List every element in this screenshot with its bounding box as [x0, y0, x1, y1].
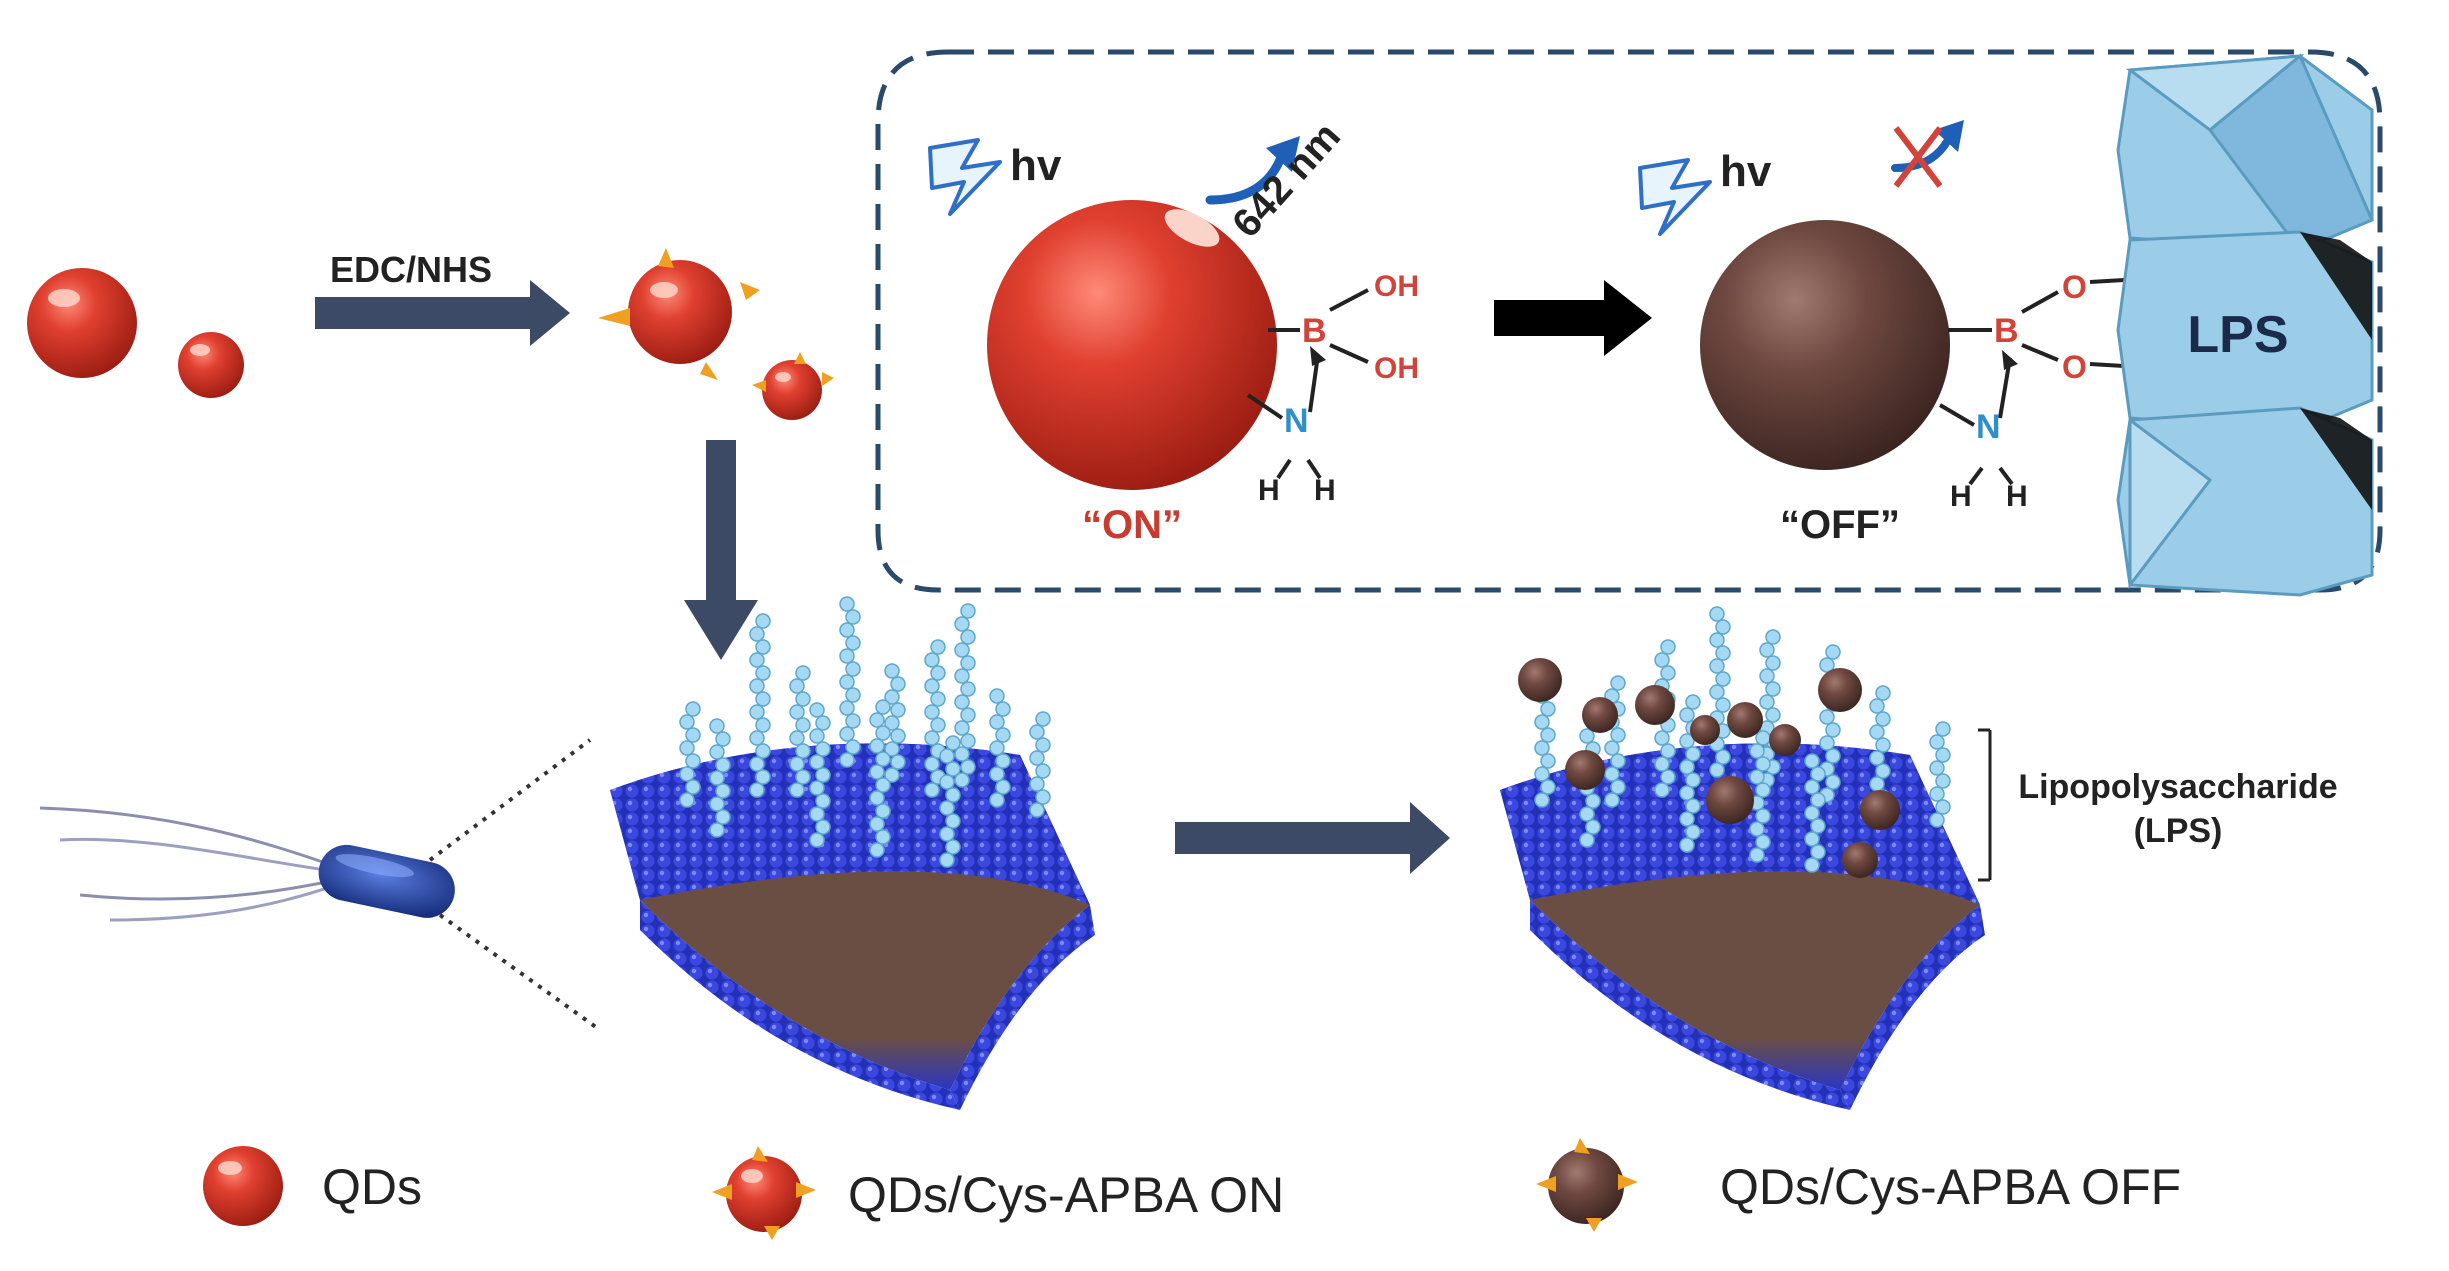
lps-chain	[1029, 711, 1051, 818]
lps-chain	[939, 735, 961, 868]
boronic-acid-on	[1246, 288, 1369, 480]
qd-functionalized-large	[598, 248, 760, 380]
legend-swatch-on	[712, 1146, 816, 1240]
hv-label-off: hv	[1720, 147, 1772, 196]
lps-chain	[869, 699, 891, 858]
h-left-on: H	[1258, 474, 1280, 507]
off-state-label: “OFF”	[1780, 503, 1900, 547]
edc-nhs-arrow	[315, 280, 570, 346]
lps-polyhedron-stack	[2116, 53, 2374, 597]
lps-chain	[989, 688, 1011, 808]
lps-chain	[1709, 606, 1731, 778]
bound-qd-off	[1727, 702, 1763, 738]
zoom-line-top	[428, 738, 592, 862]
lps-chain	[709, 718, 731, 838]
down-arrow	[684, 440, 758, 660]
qd-large	[27, 268, 137, 378]
h-right-on: H	[1314, 474, 1336, 507]
lps-chain	[1749, 730, 1771, 863]
binding-arrow	[1175, 802, 1450, 874]
bound-qd-off	[1518, 658, 1562, 702]
qd-small	[178, 332, 244, 398]
emission-wavelength-label: 642 nm	[1224, 114, 1349, 246]
outer-membrane-bare	[610, 743, 1095, 1110]
nitrogen-off: N	[1976, 408, 2001, 446]
legend-label-on: QDs/Cys-APBA ON	[848, 1167, 1284, 1223]
boronate-ester-off	[1938, 278, 2125, 486]
lps-chain	[749, 613, 771, 798]
oh-bottom-on: OH	[1374, 352, 1419, 385]
lps-chain	[809, 702, 831, 848]
lps-chain	[884, 663, 906, 783]
bound-qd-off	[1565, 750, 1605, 790]
on-state-label: “ON”	[1082, 503, 1182, 547]
state-change-arrow	[1494, 280, 1652, 356]
qd-functionalized-small	[752, 352, 834, 420]
bound-qd-off	[1842, 842, 1878, 878]
bound-qd-off-particles	[1518, 658, 1900, 878]
lps-chain	[1804, 753, 1826, 873]
bacterium-icon	[39, 806, 455, 922]
h-left-off: H	[1950, 480, 1972, 513]
lps-annotation-line1: Lipopolysaccharide	[2018, 768, 2337, 806]
legend-swatch-qds	[203, 1146, 283, 1226]
lps-chain	[1929, 721, 1951, 828]
lps-chain	[789, 665, 811, 798]
lps-chain	[839, 596, 861, 768]
qd-off-sphere	[1700, 220, 1950, 470]
oxygen-top-off: O	[2062, 269, 2087, 305]
h-right-off: H	[2006, 480, 2028, 513]
zoom-line-bottom	[438, 913, 602, 1032]
lps-chain	[1869, 685, 1891, 818]
bound-qd-off	[1690, 715, 1720, 745]
legend: QDs QDs/Cys-APBA ON QDs/Cys-APBA OFF	[203, 1138, 2181, 1240]
lightning-bolt-icon	[928, 138, 1002, 216]
bound-qd-off	[1706, 776, 1754, 824]
lps-block-label: LPS	[2187, 306, 2288, 364]
bound-qd-off	[1818, 668, 1862, 712]
lightning-bolt-icon	[1638, 158, 1712, 236]
lps-bracket	[1978, 728, 1992, 882]
boron-on: B	[1302, 312, 1327, 350]
legend-label-qds: QDs	[322, 1159, 422, 1215]
legend-label-off: QDs/Cys-APBA OFF	[1720, 1159, 2181, 1215]
bound-qd-off	[1635, 685, 1675, 725]
edc-nhs-label: EDC/NHS	[330, 249, 492, 290]
lps-annotation-line2: (LPS)	[2134, 812, 2223, 850]
qd-on-sphere	[987, 200, 1277, 490]
bound-qd-off	[1860, 790, 1900, 830]
boron-off: B	[1994, 312, 2019, 350]
lps-chain	[679, 701, 701, 808]
bound-qd-off	[1582, 697, 1618, 733]
oh-top-on: OH	[1374, 270, 1419, 303]
bound-qd-off	[1769, 724, 1801, 756]
lps-chains-bare	[679, 596, 1051, 868]
hv-label-on: hv	[1010, 141, 1062, 190]
oxygen-bottom-off: O	[2062, 349, 2087, 385]
blocked-emission-icon	[1891, 120, 1964, 188]
lps-chain	[954, 603, 976, 788]
nitrogen-on: N	[1284, 402, 1309, 440]
legend-swatch-off	[1536, 1138, 1638, 1232]
emission-arrow-icon	[1205, 136, 1300, 205]
